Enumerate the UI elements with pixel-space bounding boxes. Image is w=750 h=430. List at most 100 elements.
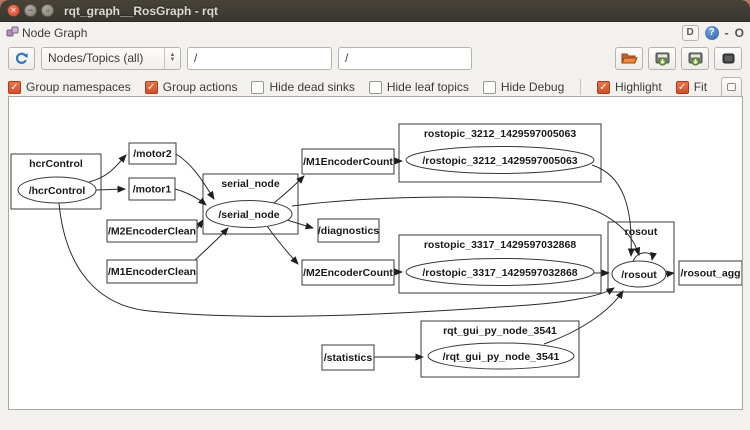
topic-box-m2clean[interactable] [106,219,198,243]
graph-edge-/serial_node-to-/M1EncoderCount [273,175,305,204]
graph-edge-/serial_node-to-/diagnostics [286,219,314,230]
checkbox-icon: ✓ [8,80,21,94]
checkbox-label: Highlight [615,80,662,94]
checkbox-icon: ✓ [251,80,265,94]
graph-edge-/hcrControl-to-/rosout [58,202,615,317]
screenshot-icon [722,53,734,63]
check-icon: ✓ [10,81,19,93]
window-bottom-margin [0,410,750,430]
graph-edge-/M2EncoderClean-to-/serial_node [195,219,204,230]
checkbox-hide-dead-sinks[interactable]: ✓ Hide dead sinks [251,80,355,94]
main-toolbar: Nodes/Topics (all) ▲▼ [0,43,750,75]
minimize-window-icon[interactable]: − [24,4,37,17]
graph-edge-/rqt_gui_py_node_3541-to-/rosout [543,290,624,345]
graph-canvas[interactable]: /motor2/motor1/M2EncoderClean/M1EncoderC… [8,96,743,410]
topic-label-m1clean: /M1EncoderClean [108,266,196,278]
node-label-rosout_node: /rosout [621,269,657,281]
graph-edge-/serial_node-to-/rosout [291,196,641,256]
topic-box-m1count[interactable] [301,148,395,175]
refresh-graph-button[interactable] [8,46,35,70]
node-ellipse-rosout_node[interactable] [611,260,667,288]
namespace-filter-input[interactable] [187,46,332,70]
checkbox-icon: ✓ [675,80,689,94]
group-label-hcr_group: hcrControl [29,158,83,170]
topic-box-m1clean[interactable] [106,259,198,284]
node-graph-icon [6,26,19,37]
topic-box-m2count[interactable] [301,259,395,286]
group-label-r3212_group: rostopic_3212_1429597005063 [424,128,577,140]
group-label-serial_group: serial_node [221,178,280,190]
save-image-icon [688,52,702,66]
graph-edge-/serial_node-to-/M2EncoderCount [266,225,299,265]
topic-label-m1count: /M1EncoderCount [303,156,393,168]
checkbox-icon: ✓ [597,80,610,94]
node-ellipse-r3212_node[interactable] [405,146,595,174]
graph-edge-/hcrControl-to-/motor2 [88,154,127,183]
topic-box-diagnostics[interactable] [317,218,380,243]
save-icon [655,52,669,66]
node-ellipse-hcr_node[interactable] [17,176,97,204]
node-ellipse-r3317_node[interactable] [405,258,595,286]
graph-edge-/rosout-to-/rosout_agg [665,270,675,278]
node-ellipse-serial_node[interactable] [205,200,293,228]
checkbox-label: Hide Debug [500,80,565,94]
panel-header: Node Graph D ? - O [0,22,750,43]
window-title: rqt_graph__RosGraph - rqt [64,3,219,18]
checkbox-icon: ✓ [482,80,496,94]
topic-label-m2count: /M2EncoderCount [303,267,393,279]
checkbox-fit[interactable]: ✓ Fit [675,80,708,94]
check-icon: ✓ [678,81,687,93]
filter-mode-combo[interactable]: Nodes/Topics (all) ▲▼ [41,46,181,70]
folder-open-icon [620,53,638,64]
checkbox-group-actions[interactable]: ✓ Group actions [144,80,238,94]
topic-label-motor1: /motor1 [133,184,172,196]
checkbox-label: Hide leaf topics [386,80,469,94]
check-icon: ✓ [147,81,156,93]
node-label-hcr_node: /hcrControl [29,185,86,197]
checkbox-label: Group namespaces [26,80,131,94]
topic-label-motor2: /motor2 [133,148,172,160]
checkbox-highlight[interactable]: ✓ Highlight [597,80,662,94]
collapse-panel-button[interactable]: - [724,25,729,40]
maximize-window-icon[interactable]: ▫ [41,4,54,17]
checkbox-hide-leaf-topics[interactable]: ✓ Hide leaf topics [368,80,469,94]
topic-label-diagnostics: /diagnostics [318,225,379,237]
window-controls: × − ▫ [7,4,54,17]
checkbox-label: Fit [693,80,708,94]
save-image-button[interactable] [681,46,709,70]
checkbox-hide-debug[interactable]: ✓ Hide Debug [482,80,565,94]
topic-label-rosout_agg: /rosout_agg [680,268,740,280]
topic-box-motor2[interactable] [128,142,177,165]
close-window-icon[interactable]: × [7,4,20,17]
topic-box-statistics[interactable] [321,344,375,371]
help-icon[interactable]: ? [704,25,719,40]
detach-panel-button[interactable]: D [681,24,699,41]
open-dot-file-button[interactable] [615,46,643,70]
refresh-icon [15,52,28,64]
close-panel-button[interactable]: O [734,25,744,40]
group-label-rosout_group: rosout [625,226,658,238]
fit-in-view-button[interactable] [721,76,742,98]
checkbox-group-namespaces[interactable]: ✓ Group namespaces [8,80,131,94]
graph-edge-/motor2-to-/serial_node [175,153,215,200]
checkbox-icon: ✓ [368,80,382,94]
node-ellipse-rqt_node[interactable] [427,342,575,370]
topic-label-m2clean: /M2EncoderClean [108,226,196,238]
checkbox-icon: ✓ [144,80,158,94]
checkbox-label: Group actions [162,80,238,94]
graph-edge-/hcrControl-to-/motor1 [95,185,126,193]
node-label-serial_node: /serial_node [218,209,279,221]
options-toolbar: ✓ Group namespaces ✓ Group actions ✓ Hid… [0,75,750,99]
save-dot-file-button[interactable] [648,46,676,70]
group-label-r3317_group: rostopic_3317_1429597032868 [424,239,577,251]
fit-view-icon [727,83,737,91]
topic-filter-input[interactable] [338,46,472,70]
toolbar-separator [580,79,581,95]
title-bar[interactable]: × − ▫ rqt_graph__RosGraph - rqt [0,0,750,22]
node-label-r3317_node: /rostopic_3317_1429597032868 [422,267,577,279]
combo-spinner-icon[interactable]: ▲▼ [164,47,180,69]
graph-edge-/motor1-to-/serial_node [174,188,207,206]
screenshot-button[interactable] [714,46,742,70]
topic-box-motor1[interactable] [128,177,176,201]
